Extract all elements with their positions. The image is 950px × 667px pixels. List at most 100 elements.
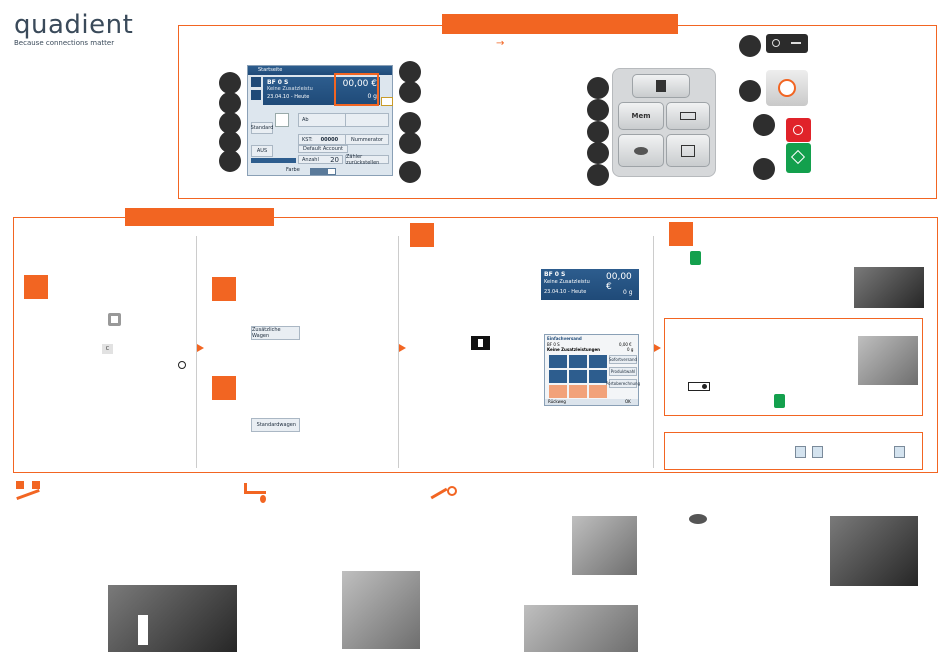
photo-loading-envelopes bbox=[830, 516, 918, 586]
stop-button[interactable] bbox=[786, 118, 811, 142]
column-divider bbox=[196, 236, 197, 468]
power-icon bbox=[178, 361, 186, 369]
top-panel-banner bbox=[442, 14, 678, 34]
column-divider bbox=[398, 236, 399, 468]
home-icon[interactable] bbox=[108, 313, 121, 326]
product-screen-footer: Rückweg OK bbox=[545, 399, 638, 405]
coins-icon bbox=[689, 514, 707, 524]
farbe-label: Farbe bbox=[286, 167, 300, 173]
power-switch[interactable] bbox=[766, 34, 808, 53]
stamp-icon bbox=[812, 446, 823, 458]
product-tile[interactable] bbox=[549, 385, 567, 398]
start-button-icon bbox=[774, 394, 785, 408]
standard-carriage-button[interactable]: Standardwagen bbox=[251, 418, 300, 432]
key-settings[interactable] bbox=[666, 134, 710, 167]
print-icon bbox=[471, 336, 490, 350]
product-screen-sender: BF 0 S bbox=[547, 342, 560, 347]
callout-marker bbox=[219, 92, 241, 114]
anzahl-field[interactable]: Anzahl 20 bbox=[298, 155, 343, 164]
start-button[interactable] bbox=[786, 143, 811, 173]
ab-field[interactable]: Ab bbox=[298, 113, 348, 127]
standby-button[interactable] bbox=[766, 70, 808, 106]
step-marker bbox=[669, 222, 693, 246]
sender-name: BF 0 S bbox=[267, 79, 289, 86]
default-account-button[interactable]: Default Account bbox=[298, 145, 348, 153]
product-screen: Einfachversand BF 0 S 0,00 € 0 g Keine Z… bbox=[544, 334, 641, 406]
job-button[interactable] bbox=[345, 113, 389, 127]
product-screen-weight: 0 g bbox=[627, 347, 634, 352]
anzahl-value: 20 bbox=[330, 155, 339, 164]
step-marker bbox=[24, 275, 48, 299]
callout-marker bbox=[399, 112, 421, 134]
photo-feeding-letter bbox=[854, 267, 924, 308]
callout-marker bbox=[587, 99, 609, 121]
callout-marker bbox=[587, 121, 609, 143]
key-mem[interactable]: Mem bbox=[618, 102, 664, 130]
product-tile[interactable] bbox=[589, 370, 607, 383]
mini-sender: BF 0 S bbox=[544, 271, 566, 278]
product-screen-title: Einfachversand bbox=[547, 336, 582, 341]
product-tile[interactable] bbox=[569, 370, 587, 383]
ui-screen-title: Startseite bbox=[248, 66, 392, 75]
photo-ink-cartridge bbox=[342, 571, 420, 649]
product-tile[interactable] bbox=[549, 355, 567, 368]
column-divider bbox=[653, 236, 654, 468]
aus-button[interactable]: AUS bbox=[251, 145, 273, 157]
weight-value: 0 g bbox=[367, 93, 377, 100]
callout-marker bbox=[399, 132, 421, 154]
product-tile[interactable] bbox=[569, 385, 587, 398]
product-screen-section: Keine Zusatzleistungen bbox=[547, 347, 601, 352]
tape-section bbox=[664, 318, 923, 416]
callout-marker bbox=[587, 164, 609, 186]
produktwahl-button[interactable]: Produktwahl bbox=[609, 367, 637, 376]
amount-panel: 00,00 € 0 g bbox=[336, 77, 380, 105]
coins-icon bbox=[634, 146, 648, 155]
amount-highlight bbox=[334, 73, 379, 106]
photo-tape-dispense bbox=[858, 336, 918, 385]
callout-marker bbox=[219, 131, 241, 153]
stamp-icon bbox=[894, 446, 905, 458]
callout-marker bbox=[739, 35, 761, 57]
product-tile[interactable] bbox=[589, 355, 607, 368]
portoberechnung-button[interactable]: Portoberechnung bbox=[605, 379, 641, 388]
standard-button[interactable]: Standard bbox=[251, 122, 273, 134]
product-screen-amount: 0,00 € bbox=[619, 342, 632, 347]
arrow-right-icon bbox=[399, 344, 406, 352]
sender-panel[interactable]: BF 0 S Keine Zusatzleistu 23.04.10 - Heu… bbox=[263, 77, 335, 105]
ok-button[interactable]: OK bbox=[625, 399, 631, 404]
c-key-icon[interactable]: C bbox=[102, 344, 113, 354]
sofortversand-button[interactable]: Sofortversand bbox=[608, 355, 638, 364]
mini-weight: 0 g bbox=[623, 289, 633, 296]
start-button-icon bbox=[690, 251, 701, 265]
stop-icon bbox=[793, 125, 803, 135]
envelope-icon bbox=[251, 90, 261, 100]
start-icon bbox=[790, 149, 806, 165]
callout-marker bbox=[219, 72, 241, 94]
ui-screen: Startseite BF 0 S Keine Zusatzleistu 23.… bbox=[247, 65, 393, 176]
power-icon bbox=[778, 79, 796, 97]
back-button[interactable]: Rückweg bbox=[548, 399, 566, 404]
gear-icon bbox=[681, 144, 695, 157]
date-range: 23.04.10 - Heute bbox=[267, 94, 310, 100]
print-icon bbox=[656, 80, 666, 92]
mini-surcharge: Keine Zusatzleistu bbox=[544, 279, 590, 285]
key-coins[interactable] bbox=[618, 134, 664, 167]
additional-carriage-button[interactable]: Zusätzliche Wagen bbox=[251, 326, 300, 340]
quadient-logo: quadient Because connections matter bbox=[14, 12, 133, 47]
tape-icon bbox=[680, 112, 696, 120]
callout-marker bbox=[753, 158, 775, 180]
brand-tagline: Because connections matter bbox=[14, 39, 115, 47]
nummerator-button[interactable]: Nummerator bbox=[345, 134, 389, 145]
product-tile[interactable] bbox=[589, 385, 607, 398]
anzahl-label: Anzahl bbox=[302, 156, 319, 163]
ink-icon bbox=[244, 483, 266, 503]
key-label-print[interactable] bbox=[632, 74, 690, 98]
steps-panel bbox=[13, 217, 938, 473]
key-counter[interactable] bbox=[666, 102, 710, 130]
product-tile[interactable] bbox=[549, 370, 567, 383]
ui-status-bar bbox=[251, 158, 296, 163]
kst-label-text: KST: bbox=[302, 136, 313, 143]
product-tile[interactable] bbox=[569, 355, 587, 368]
kst-label[interactable]: KST: 00000 bbox=[298, 134, 348, 145]
counter-reset-button[interactable]: Zähler zurückstellen bbox=[345, 154, 389, 166]
